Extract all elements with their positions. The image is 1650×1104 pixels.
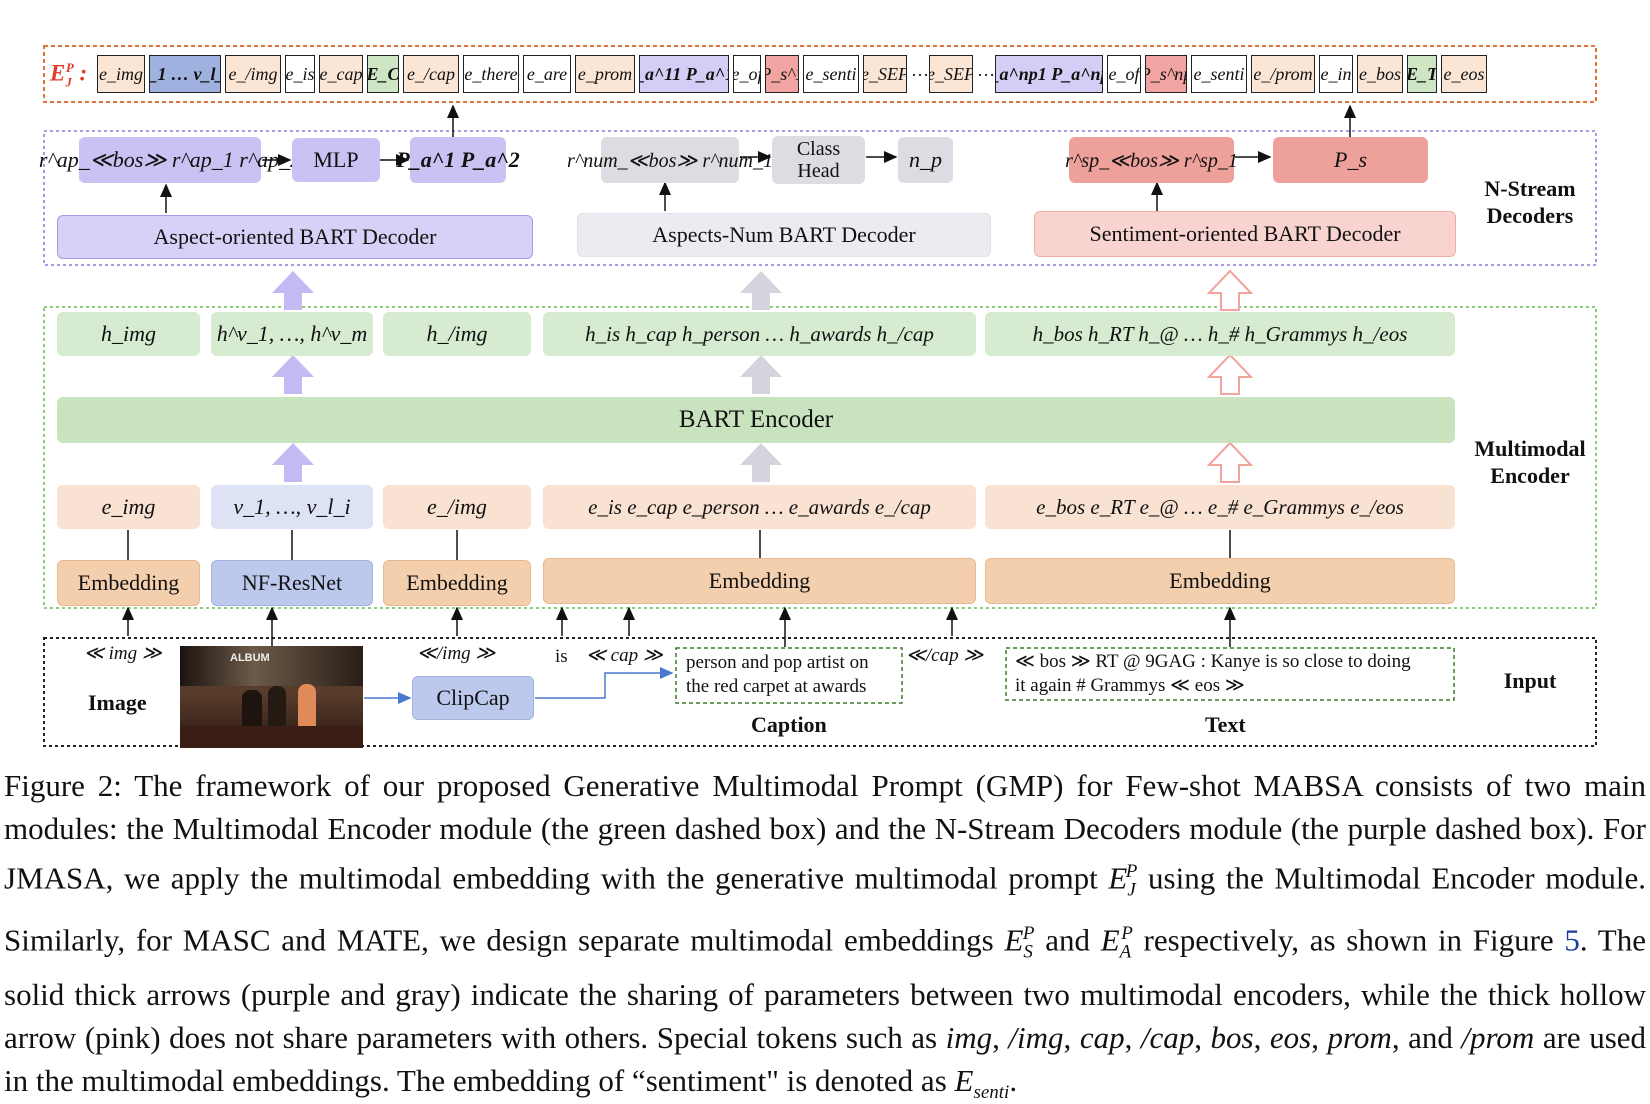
figure-5-link[interactable]: 5	[1564, 921, 1580, 957]
prompt-ellipsis: …	[977, 60, 995, 80]
prompt-token: E_T	[1407, 55, 1437, 93]
shared-arrow-gray-2	[740, 355, 782, 394]
num-output: n_p	[898, 137, 953, 183]
decoders-frame	[43, 130, 1597, 266]
hidden-img: h_img	[57, 312, 200, 356]
bart-encoder: BART Encoder	[57, 397, 1455, 443]
prompt-token: e_bos	[1357, 55, 1403, 93]
img-open-token: ≪ img ≫	[84, 643, 162, 664]
shared-arrow-purple-2	[272, 355, 314, 394]
prompt-token: e_eos	[1441, 55, 1487, 93]
hidden-end-img: h_/img	[383, 312, 531, 356]
aspect-reps: r^ap_≪bos≫ r^ap_1 r^ap_2	[39, 137, 301, 183]
input-image-thumbnail: ALBUM	[180, 646, 363, 748]
image-label: Image	[88, 690, 147, 715]
hollow-arrow-pink-2	[1206, 353, 1254, 395]
cap-close-token: ≪/cap ≫	[906, 645, 984, 666]
nf-resnet-module: NF-ResNet	[211, 560, 373, 606]
prompt-token: P_s^np	[1145, 55, 1187, 93]
hidden-caption: h_is h_cap h_person … h_awards h_/cap	[543, 312, 976, 356]
prompt-token: e_/prom	[1251, 55, 1315, 93]
hidden-visual: h^v_1, …, h^v_m	[211, 312, 373, 356]
prompt-token: e_SEP	[929, 55, 973, 93]
prompt-ellipsis: …	[911, 60, 929, 80]
embed-end-img: e_/img	[383, 485, 531, 529]
prompt-token: e_/cap	[403, 55, 459, 93]
prompt-token: e_of	[733, 55, 761, 93]
prompt-token: e_are	[523, 55, 571, 93]
shared-arrow-purple-3	[272, 443, 314, 482]
embed-visual: v_1, …, v_l_i	[211, 485, 373, 529]
prompt-token: P_a^np1 P_a^np2	[995, 55, 1103, 93]
shared-arrow-gray-1	[740, 271, 782, 310]
prompt-token: e_senti	[803, 55, 859, 93]
diagram-canvas	[43, 45, 1597, 747]
caption-label: Caption	[751, 712, 827, 737]
senti-output: P_s	[1273, 137, 1428, 183]
prompt-token: e_is	[285, 55, 315, 93]
prompt-label: EJP :	[50, 60, 88, 90]
num-decoder: Aspects-Num BART Decoder	[577, 213, 991, 257]
decoders-label: N-Stream Decoders	[1484, 176, 1576, 228]
shared-arrow-purple-1	[272, 271, 314, 310]
embedding-module-img: Embedding	[57, 560, 200, 606]
embed-img: e_img	[57, 485, 200, 529]
text-dashed-box	[1005, 647, 1455, 701]
text-line-1: ≪ bos ≫ RT @ 9GAG : Kanye is so close to…	[1015, 651, 1411, 672]
senti-reps: r^sp_≪bos≫ r^sp_1	[1065, 137, 1238, 183]
embed-text: e_bos e_RT e_@ … e_# e_Grammys e_/eos	[985, 485, 1455, 529]
prompt-token: P_a^11 P_a^12	[639, 55, 729, 93]
encoder-frame	[43, 306, 1597, 609]
encoder-label: Multimodal Encoder	[1474, 436, 1586, 488]
embedding-module-text: Embedding	[985, 558, 1455, 604]
aspect-decoder: Aspect-oriented BART Decoder	[57, 215, 533, 259]
prompt-token: E_C	[367, 55, 399, 93]
input-frame	[43, 637, 1597, 747]
caption-line-2: the red carpet at awards	[686, 676, 867, 697]
embedding-module-end-img: Embedding	[383, 560, 531, 606]
prompt-token: e_SEP	[863, 55, 907, 93]
prompt-token: e_of	[1107, 55, 1141, 93]
aspect-output: P_a^1 P_a^2	[396, 137, 520, 183]
img-close-token: ≪/img ≫	[417, 643, 496, 664]
num-reps: r^num_≪bos≫ r^num_1	[567, 137, 773, 183]
hidden-text: h_bos h_RT h_@ … h_# h_Grammys h_/eos	[985, 312, 1455, 356]
embedding-module-caption: Embedding	[543, 558, 976, 604]
prompt-token: e_cap	[319, 55, 363, 93]
hollow-arrow-pink-3	[1206, 441, 1254, 483]
caption-dashed-box	[675, 647, 903, 704]
prompt-token: v_1 … v_l_i	[149, 55, 221, 93]
prompt-token: e_/img	[225, 55, 281, 93]
cap-open-token: ≪ cap ≫	[586, 645, 663, 666]
input-label: Input	[1503, 668, 1557, 693]
prompt-frame	[43, 45, 1597, 103]
clipcap-box: ClipCap	[412, 676, 534, 720]
prompt-token: e_there	[463, 55, 519, 93]
is-token: is	[555, 646, 568, 667]
prompt-token: P_s^1	[765, 55, 799, 93]
hollow-arrow-pink-1	[1206, 269, 1254, 311]
embed-caption: e_is e_cap e_person … e_awards e_/cap	[543, 485, 976, 529]
prompt-token: e_senti	[1191, 55, 1247, 93]
text-label: Text	[1205, 712, 1246, 737]
shared-arrow-gray-3	[740, 443, 782, 482]
senti-decoder: Sentiment-oriented BART Decoder	[1034, 211, 1456, 257]
class-head-box: Class Head	[772, 136, 865, 184]
figure-caption: Figure 2: The framework of our proposed …	[4, 768, 1647, 1104]
prompt-token: e_prom	[575, 55, 635, 93]
mlp-box: MLP	[292, 138, 380, 182]
prompt-token: e_in	[1319, 55, 1353, 93]
text-line-2: it again # Grammys ≪ eos ≫	[1015, 675, 1245, 696]
prompt-token: e_img	[97, 55, 145, 93]
caption-line-1: person and pop artist on	[686, 652, 869, 673]
